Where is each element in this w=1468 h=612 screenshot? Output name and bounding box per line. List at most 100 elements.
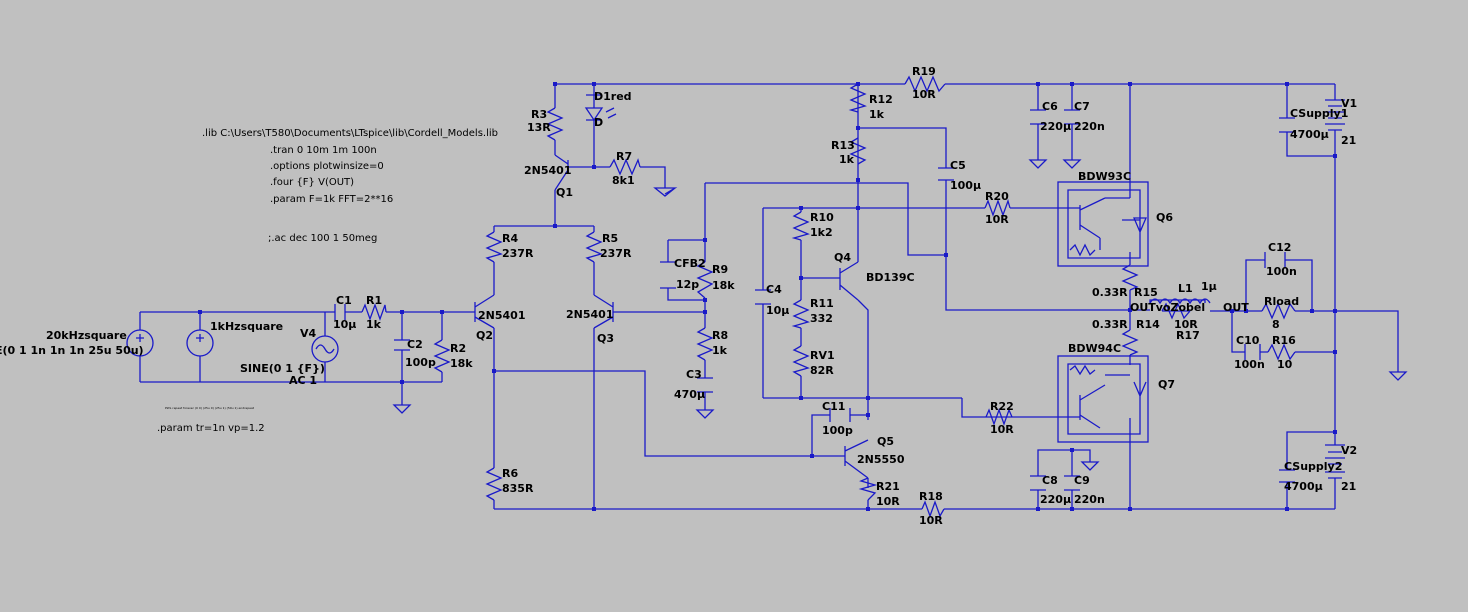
c8-value: 220µ (1040, 493, 1071, 506)
lib-directive: .lib C:\Users\T580\Documents\LTspice\lib… (202, 128, 498, 139)
r2-symbol (433, 339, 451, 373)
r1-name: R1 (366, 294, 382, 307)
r9-value: 18k (712, 279, 735, 292)
r10-name: R10 (810, 211, 834, 224)
r4-symbol (485, 231, 503, 263)
r10-symbol (791, 211, 810, 241)
r19-value: 10R (912, 88, 936, 101)
c10-name: C10 (1236, 334, 1260, 347)
r21-name: R21 (876, 480, 900, 493)
q4-symbol (839, 261, 859, 301)
q3-name: Q3 (597, 332, 614, 345)
net-outvozobel: OUTvoZobel (1130, 301, 1205, 314)
rv1-symbol (792, 345, 810, 377)
r13-value: 1k (839, 153, 855, 166)
c5-symbol (938, 167, 954, 181)
csupply2-name: CSupply2 (1284, 460, 1342, 473)
c2-value: 100p (405, 356, 436, 369)
c7-name: C7 (1074, 100, 1090, 113)
l1-value: 1µ (1201, 280, 1217, 293)
r18-symbol (921, 500, 945, 518)
d1-symbol (584, 94, 617, 122)
rv1-name: RV1 (810, 349, 835, 362)
c4-symbol (755, 289, 771, 305)
sq1k-name: 1kHzsquare (210, 320, 283, 333)
c7-symbol (1064, 109, 1080, 125)
c4-name: C4 (766, 283, 782, 296)
r12-name: R12 (869, 93, 893, 106)
q6-model: BDW93C (1078, 170, 1131, 183)
options-directive: .options plotwinsize=0 (270, 161, 384, 172)
c8-name: C8 (1042, 474, 1058, 487)
r3-value: 13R (527, 121, 551, 134)
r11-symbol (791, 299, 810, 329)
v4-symbol (311, 335, 339, 363)
q3-model: 2N5401 (566, 308, 613, 321)
r8-name: R8 (712, 329, 728, 342)
c8-symbol (1030, 475, 1046, 491)
r11-value: 332 (810, 312, 833, 325)
c12-symbol (1264, 252, 1286, 268)
rload-value: 8 (1272, 318, 1280, 331)
r14-symbol (1121, 329, 1139, 356)
c12-value: 100n (1266, 265, 1297, 278)
l1-name: L1 (1178, 282, 1193, 295)
net-out: OUT (1223, 301, 1249, 314)
c3-symbol (697, 377, 713, 393)
v1-value: 21 (1341, 134, 1356, 147)
q2-model: 2N5401 (478, 309, 525, 322)
r17-name: R17 (1176, 329, 1200, 342)
r6-value: 835R (502, 482, 534, 495)
q7-model: BDW94C (1068, 342, 1121, 355)
r22-symbol (985, 408, 1013, 426)
r13-symbol (849, 137, 867, 165)
r19-symbol (904, 75, 946, 93)
csupply1-value: 4700µ (1290, 128, 1329, 141)
r15-value: 0.33R (1092, 286, 1128, 299)
v4-value1: SINE(0 1 {F}) (240, 362, 325, 375)
rload-name: Rload (1264, 295, 1299, 308)
r7-symbol (609, 158, 641, 176)
q5-model: 2N5550 (857, 453, 905, 466)
sq20k-name: 20kHzsquare (46, 329, 127, 342)
r16-symbol (1267, 343, 1296, 361)
r1-symbol (361, 303, 387, 321)
q4-name: Q4 (834, 251, 851, 264)
c12-name: C12 (1268, 241, 1291, 254)
c2-symbol (394, 339, 410, 351)
c6-value: 220µ (1040, 120, 1071, 133)
c1-name: C1 (336, 294, 352, 307)
r20-value: 10R (985, 213, 1009, 226)
q2-name: Q2 (476, 329, 493, 342)
r2-name: R2 (450, 342, 466, 355)
r18-name: R18 (919, 490, 943, 503)
r16-name: R16 (1272, 334, 1296, 347)
c1-value: 10µ (333, 318, 356, 331)
r22-value: 10R (990, 423, 1014, 436)
r7-name: R7 (616, 150, 632, 163)
tran-directive: .tran 0 10m 1m 100n (270, 145, 377, 156)
r4-name: R4 (502, 232, 518, 245)
r20-symbol (984, 198, 1011, 217)
v2-symbol (1325, 444, 1345, 490)
c11-symbol (829, 408, 851, 422)
param-directive: .param F=1k FFT=2**16 (270, 194, 393, 205)
c5-value: 100µ (950, 179, 981, 192)
csupply1-name: CSupply1 (1290, 107, 1348, 120)
q2-symbol (474, 294, 495, 329)
q7-name: Q7 (1158, 378, 1175, 391)
wires (139, 83, 1399, 510)
c3-name: C3 (686, 368, 702, 381)
ac-directive: ;.ac dec 100 1 50meg (268, 233, 377, 244)
c9-value: 220n (1074, 493, 1105, 506)
param2-directive: .param tr=1n vp=1.2 (157, 423, 265, 434)
sq20k-value: E(0 1 1n 1n 1n 25u 50u) (0, 344, 144, 357)
v2-name: V2 (1341, 444, 1357, 457)
v4-value2: AC 1 (289, 374, 317, 387)
r12-symbol (848, 83, 867, 113)
v-sq20k-symbol (126, 329, 154, 357)
spice-directives: .lib C:\Users\T580\Documents\LTspice\lib… (157, 128, 498, 434)
q5-name: Q5 (877, 435, 894, 448)
q3-symbol (593, 294, 614, 329)
